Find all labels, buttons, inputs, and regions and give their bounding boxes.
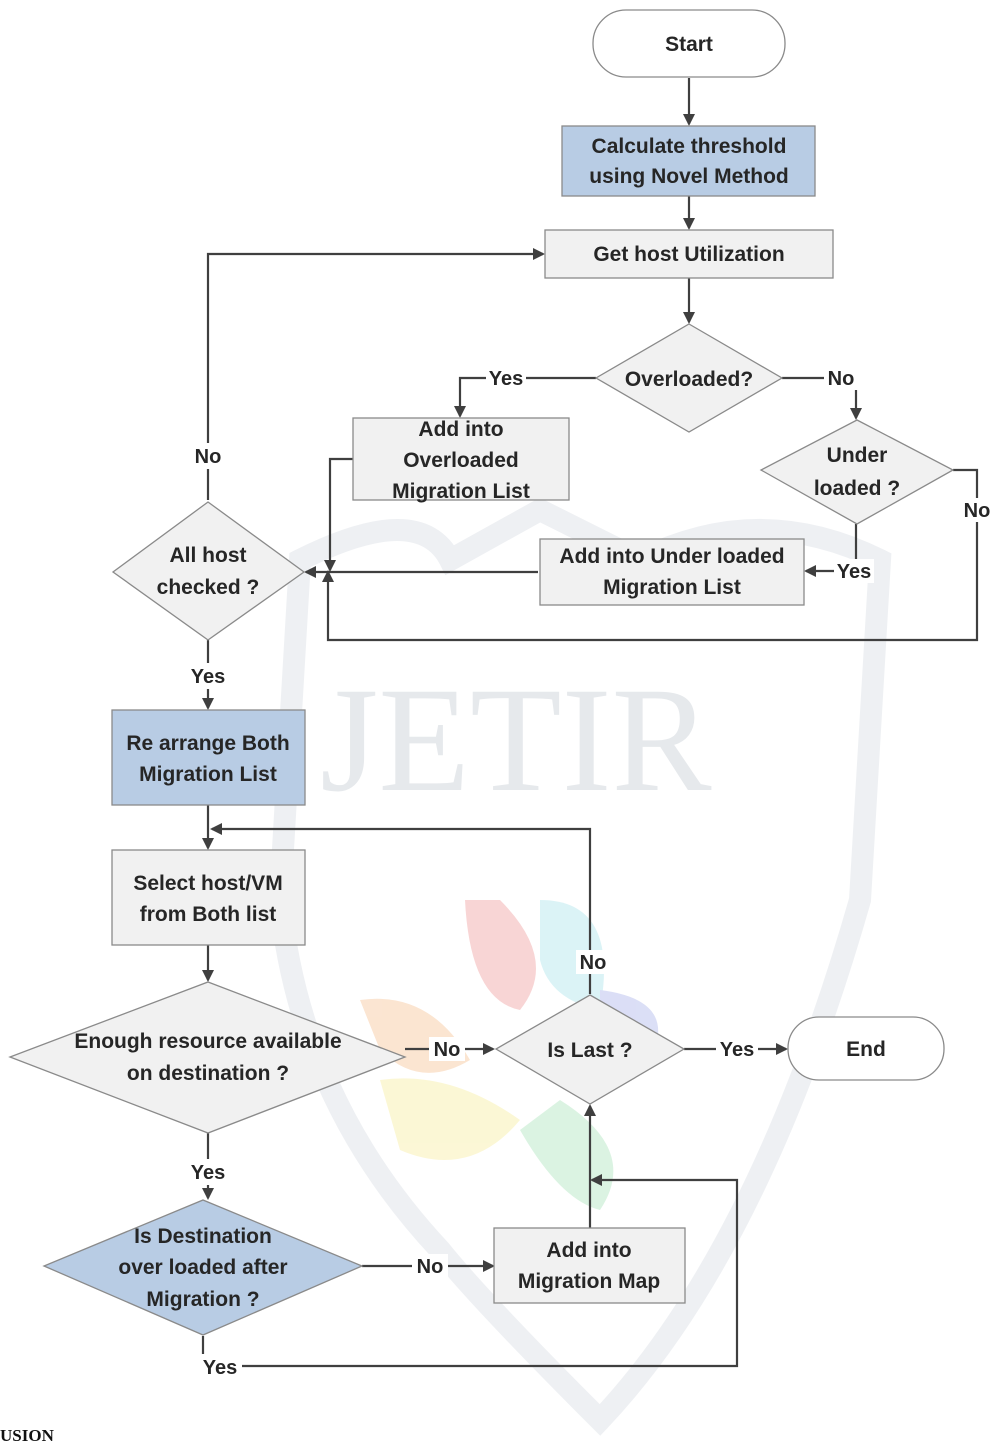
- add-overloaded-line3: Migration List: [392, 480, 530, 503]
- dest-no-label: No: [417, 1256, 444, 1278]
- start-terminal: Start: [592, 9, 786, 78]
- add-underloaded-line1: Add into Under loaded: [559, 545, 784, 568]
- select-host-vm-process: Select host/VM from Both list: [111, 849, 306, 946]
- all-host-checked-line1: All host: [170, 544, 247, 567]
- get-host-utilization-label: Get host Utilization: [593, 243, 784, 266]
- is-last-label: Is Last ?: [547, 1039, 632, 1062]
- overloaded-no-label: No: [828, 368, 855, 390]
- add-map-line2: Migration Map: [518, 1270, 660, 1293]
- overloaded-label: Overloaded?: [625, 368, 753, 391]
- select-host-line2: from Both list: [140, 903, 277, 926]
- enough-no-label: No: [434, 1039, 461, 1061]
- overloaded-yes-label: Yes: [489, 368, 523, 390]
- is-last-no-label: No: [580, 952, 607, 974]
- calculate-threshold-line2: using Novel Method: [589, 165, 789, 188]
- edge-labels: Yes No Yes No No Yes No Yes Yes No No Ye…: [186, 366, 992, 1380]
- enough-resource-decision: Enough resource available on destination…: [8, 981, 407, 1134]
- underloaded-no-label: No: [964, 500, 991, 522]
- all-checked-no-label: No: [195, 446, 222, 468]
- overloaded-decision: Overloaded?: [594, 323, 784, 433]
- add-underloaded-list-process: Add into Under loaded Migration List: [539, 538, 805, 606]
- destination-overloaded-decision: Is Destination over loaded after Migrati…: [42, 1199, 364, 1336]
- add-underloaded-line2: Migration List: [603, 576, 741, 599]
- end-terminal: End: [787, 1016, 945, 1081]
- select-host-line1: Select host/VM: [133, 872, 282, 895]
- add-map-line1: Add into: [546, 1239, 631, 1262]
- watermark-text: JETIR: [320, 657, 712, 823]
- underloaded-yes-label: Yes: [837, 561, 871, 583]
- enough-yes-label: Yes: [191, 1162, 225, 1184]
- enough-resource-line1: Enough resource available: [74, 1030, 341, 1053]
- is-last-decision: Is Last ?: [494, 994, 686, 1105]
- dest-yes-label: Yes: [203, 1357, 237, 1379]
- add-migration-map-process: Add into Migration Map: [493, 1227, 686, 1304]
- underloaded-line2: loaded ?: [814, 477, 900, 500]
- all-host-checked-decision: All host checked ?: [111, 501, 306, 641]
- dest-overloaded-line1: Is Destination: [134, 1225, 272, 1248]
- underloaded-line1: Under: [827, 444, 888, 467]
- dest-overloaded-line2: over loaded after: [118, 1256, 287, 1279]
- all-host-checked-line2: checked ?: [157, 576, 260, 599]
- footer-heading-fragment: USION: [0, 1426, 55, 1443]
- enough-resource-line2: on destination ?: [127, 1062, 289, 1085]
- add-overloaded-list-process: Add into Overloaded Migration List: [352, 417, 570, 503]
- is-last-yes-label: Yes: [720, 1039, 754, 1061]
- add-overloaded-line1: Add into: [418, 418, 503, 441]
- underloaded-decision: Under loaded ?: [759, 419, 955, 525]
- rearrange-lists-process: Re arrange Both Migration List: [111, 709, 306, 806]
- get-host-utilization-process: Get host Utilization: [544, 229, 834, 279]
- rearrange-line1: Re arrange Both: [126, 732, 289, 755]
- dest-overloaded-line3: Migration ?: [146, 1288, 259, 1311]
- calculate-threshold-line1: Calculate threshold: [592, 135, 787, 158]
- rearrange-line2: Migration List: [139, 763, 277, 786]
- add-overloaded-line2: Overloaded: [403, 449, 519, 472]
- calculate-threshold-process: Calculate threshold using Novel Method: [561, 125, 816, 197]
- all-checked-yes-label: Yes: [191, 666, 225, 688]
- start-label: Start: [665, 33, 713, 56]
- end-label: End: [846, 1038, 886, 1061]
